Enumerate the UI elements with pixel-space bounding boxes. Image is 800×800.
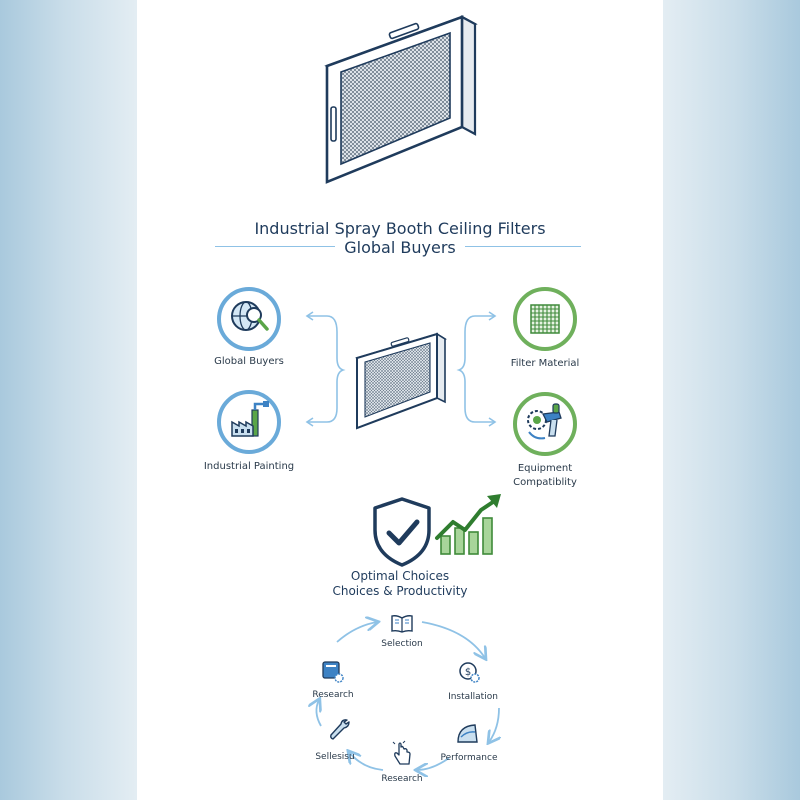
cycle-performance-label: Performance bbox=[440, 753, 498, 763]
equipment-label-line1: Equipment bbox=[517, 463, 573, 474]
cycle-research-bottom-label: Research bbox=[381, 774, 423, 784]
page-subtitle: Global Buyers bbox=[344, 238, 456, 257]
compatibility-label-line2: Compatiblity bbox=[513, 477, 577, 488]
dollar-gear-icon: $ bbox=[459, 662, 480, 683]
book-icon bbox=[391, 615, 413, 633]
outcome-line2: Choices & Productivity bbox=[332, 584, 468, 598]
flow-icon bbox=[457, 724, 478, 743]
outcome-line1: Optimal Choices bbox=[350, 569, 450, 583]
industrial-painting-label: Industrial Painting bbox=[203, 461, 295, 472]
left-bracket-connector bbox=[305, 311, 346, 427]
title-divider-right bbox=[465, 246, 581, 247]
globe-magnifier-icon bbox=[217, 287, 281, 351]
cycle-installation-label: Installation bbox=[448, 692, 498, 702]
cycle-sellesisu-label: Sellesisu bbox=[315, 752, 355, 762]
hand-pointer-icon bbox=[392, 740, 411, 765]
spray-gun-gear-icon bbox=[513, 392, 577, 456]
growth-chart-icon bbox=[435, 494, 501, 555]
global-buyers-label: Global Buyers bbox=[214, 356, 284, 367]
right-bracket-connector bbox=[456, 311, 497, 427]
factory-icon bbox=[217, 390, 281, 454]
document-gear-icon bbox=[322, 661, 344, 683]
mesh-grid-icon bbox=[513, 287, 577, 351]
title-divider-left bbox=[215, 246, 335, 247]
cycle-selection-label: Selection bbox=[381, 639, 423, 649]
page-title: Industrial Spray Booth Ceiling Filters bbox=[254, 219, 546, 238]
filter-material-label: Filter Material bbox=[510, 358, 580, 369]
wrench-icon bbox=[330, 719, 350, 740]
cycle-arrows bbox=[137, 600, 663, 800]
center-filter-illustration bbox=[355, 332, 447, 430]
ceiling-filter-illustration bbox=[324, 15, 478, 184]
svg-text:$: $ bbox=[465, 667, 471, 678]
shield-check-icon bbox=[373, 497, 431, 567]
cycle-research-left-label: Research bbox=[312, 690, 354, 700]
infographic-card: Industrial Spray Booth Ceiling Filters G… bbox=[137, 0, 663, 800]
